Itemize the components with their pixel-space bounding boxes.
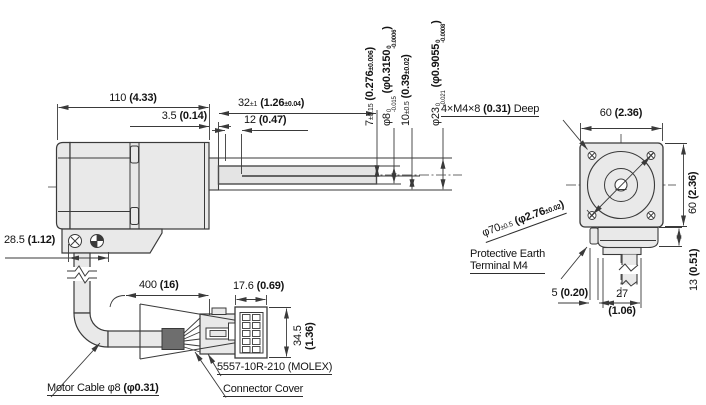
screw-symbol-icon <box>68 234 82 248</box>
label-motor-cable: Motor Cable φ8(φ0.31) <box>47 382 159 396</box>
rear-housing <box>597 226 659 256</box>
earth-terminal-tab <box>589 227 599 245</box>
dimension-lines <box>5 104 687 398</box>
side-view-motor-body <box>55 141 210 230</box>
dim-connector-width: 17.6(0.69) <box>233 280 285 292</box>
dim-flange-height: 60(2.36) <box>687 171 699 214</box>
pilot-boss <box>208 157 220 191</box>
dim-connector-height-inch: (1.36) <box>303 322 316 350</box>
dim-flange-width: 60(2.36) <box>599 107 643 119</box>
cable-sleeve <box>161 328 185 350</box>
label-earth-terminal: Protective Earth Terminal M4 <box>470 248 546 274</box>
dim-terminal-width: 5(0.20) <box>551 287 589 299</box>
dim-shaft-length: 32±1(1.26±0.04) <box>238 97 305 109</box>
label-connector-part: 5557-10R-210 (MOLEX) <box>217 361 333 375</box>
dim-flat-offset: 12(0.47) <box>244 114 287 126</box>
output-shaft <box>217 165 378 185</box>
dim-overall-length: 110(4.33) <box>109 92 157 104</box>
earth-symbol-icon <box>90 234 104 248</box>
connector-wire-fan <box>183 317 201 353</box>
label-tap-note: 4×M4×8(0.31)Deep <box>441 103 540 117</box>
front-view-cable <box>618 254 639 287</box>
pilot-circles <box>586 150 656 220</box>
dim-cable-length: 400(16) <box>139 279 179 291</box>
dim-shaft-flat-width: 7±0.15(0.276±0.006) <box>364 46 376 126</box>
motor-cable <box>73 252 179 348</box>
label-connector-cover: Connector Cover <box>223 383 304 397</box>
terminal-housing <box>61 228 163 254</box>
dim-housing-width-inch: (1.06) <box>608 305 636 317</box>
connector-pin-grid <box>242 314 261 353</box>
dim-housing-width-mm: 27 <box>616 288 628 300</box>
dim-housing-height: 13(0.51) <box>687 248 700 291</box>
dim-connector-height-mm: 34.5 <box>291 325 304 346</box>
connector-cover-outline <box>139 303 241 360</box>
dim-boss-protrusion: 3.5(0.14) <box>161 110 207 122</box>
cable-break-icon <box>67 265 97 284</box>
dim-shaft-step-length: 10±0.5(0.39±0.02) <box>399 54 412 126</box>
dim-cable-offset: 28.5(1.12) <box>4 234 56 246</box>
